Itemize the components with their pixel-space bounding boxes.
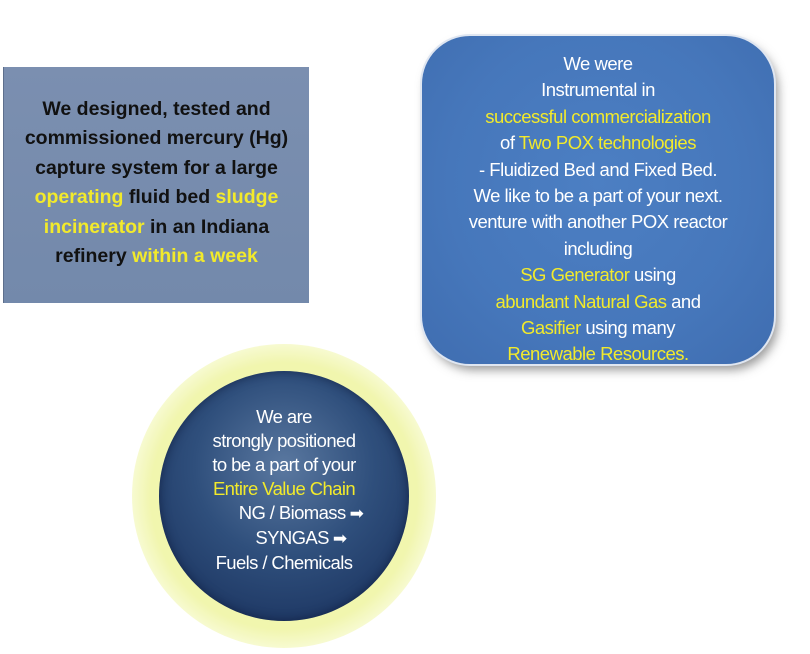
text-line: SG Generator using [469, 262, 728, 288]
text-line: NG / Biomass➡ [205, 501, 364, 526]
mercury-capture-panel: We designed, tested and commissioned mer… [3, 67, 309, 303]
text-line: We are [256, 406, 312, 427]
highlight-text: within a week [132, 245, 258, 267]
text-line: of Two POX technologies [469, 130, 728, 156]
text-line: commissioned mercury (Hg) [24, 127, 289, 149]
highlight-text: Entire Value Chain [212, 478, 356, 499]
value-chain-text: We are strongly positioned to be a part … [205, 405, 364, 621]
arrow-right-icon: ➡ [349, 504, 364, 523]
text-line: We like to be a part of your next. [473, 185, 723, 207]
highlight-text: incinerator [43, 215, 145, 238]
pox-technologies-panel: We were Instrumental in successful comme… [422, 36, 774, 364]
text-span: in an Indiana [144, 215, 270, 238]
text-line: Fuels / Chemicals [215, 552, 353, 573]
text-span: using many [580, 317, 675, 339]
highlight-text: sludge [215, 186, 279, 208]
text-line: We were [563, 53, 633, 74]
text-line: strongly positioned [212, 430, 356, 451]
text-line: operating fluid bed sludge [25, 183, 288, 213]
text-line: abundant Natural Gas and [469, 289, 728, 315]
text-line: venture with another POX reactor [468, 211, 728, 233]
highlight-text: operating [34, 186, 124, 208]
text-line: - Fluidized Bed and Fixed Bed. [479, 158, 717, 180]
text-span: refinery [55, 245, 133, 267]
highlight-text: Gasifier [521, 317, 581, 339]
text-line: successful commercialization [469, 104, 728, 130]
highlight-text: Renewable Resources. [507, 343, 689, 365]
text-line: Renewable Resources. [469, 341, 728, 367]
text-line: refinery within a week [25, 242, 288, 272]
arrow-right-icon: ➡ [332, 529, 347, 548]
text-line: Instrumental in [541, 79, 655, 101]
text-line: SYNGAS➡ [205, 526, 364, 551]
text-line: to be a part of your [212, 454, 356, 475]
text-span: of [500, 132, 519, 154]
highlight-text: abundant Natural Gas [495, 290, 667, 312]
pox-technologies-text: We were Instrumental in successful comme… [469, 51, 728, 364]
text-line: including [563, 237, 633, 259]
text-span: SYNGAS [255, 527, 329, 548]
highlight-text: Two POX technologies [518, 132, 697, 154]
text-line: capture system for a large [35, 156, 278, 179]
text-line: Gasifier using many [469, 315, 728, 341]
text-line: We designed, tested and [42, 97, 271, 120]
text-span: using [629, 264, 676, 286]
highlight-text: SG Generator [520, 264, 630, 286]
text-span: NG / Biomass [238, 502, 347, 523]
text-span: and [666, 290, 701, 312]
text-span: fluid bed [123, 186, 216, 208]
mercury-capture-text: We designed, tested and commissioned mer… [25, 95, 288, 272]
text-line: incinerator in an Indiana [25, 213, 288, 243]
value-chain-circle: We are strongly positioned to be a part … [159, 371, 409, 621]
highlight-text: successful commercialization [485, 105, 711, 127]
text-line: Entire Value Chain [205, 477, 364, 501]
